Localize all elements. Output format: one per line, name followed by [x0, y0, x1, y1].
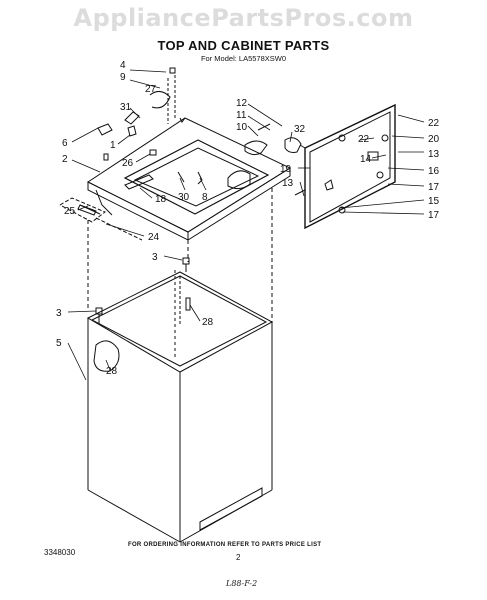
callout-16: 16 [428, 166, 440, 177]
doc-number: 3348030 [44, 548, 76, 557]
callout-3-lower: 3 [56, 308, 62, 319]
callout-13-left: 13 [282, 178, 294, 189]
callout-17-upper: 17 [428, 182, 440, 193]
front-rail-assembly [59, 197, 143, 241]
callout-27: 27 [145, 84, 157, 95]
callout-9: 9 [120, 72, 126, 83]
callout-11: 11 [236, 110, 247, 121]
callout-2: 2 [62, 154, 68, 165]
ordering-note: FOR ORDERING INFORMATION REFER TO PARTS … [128, 542, 321, 548]
callout-4: 4 [120, 60, 126, 71]
hardware [77, 67, 203, 372]
callout-28-label: 28 [106, 366, 118, 377]
model-subtitle: For Model: LA5578XSW0 [200, 54, 287, 63]
callout-13-right: 13 [428, 149, 440, 160]
callout-6: 6 [62, 138, 68, 149]
washer-lid [244, 103, 396, 230]
callout-22-top: 22 [428, 118, 440, 129]
callout-25: 25 [64, 206, 76, 217]
watermark: AppliancePartsPros.com [73, 4, 414, 32]
cabinet-body [86, 188, 274, 543]
callout-30: 30 [178, 192, 190, 203]
callout-14: 14 [360, 154, 372, 165]
callout-17-lower: 17 [428, 210, 440, 221]
callout-18: 18 [155, 194, 167, 205]
callout-26: 26 [122, 158, 134, 169]
callout-12: 12 [236, 98, 248, 109]
callout-24: 24 [148, 232, 160, 243]
callout-22-inner: 22 [358, 134, 370, 145]
callout-31: 31 [120, 102, 132, 113]
page-number: 2 [236, 553, 241, 562]
callout-15: 15 [428, 196, 440, 207]
washer-top-panel [87, 75, 292, 241]
callout-32: 32 [294, 124, 306, 135]
handwritten-code: L88-F-2 [225, 579, 257, 588]
callout-28-cabinet: 28 [202, 317, 214, 328]
callout-19: 19 [280, 164, 292, 175]
callout-8: 8 [202, 192, 208, 203]
callout-1: 1 [110, 140, 116, 151]
callout-5: 5 [56, 338, 62, 349]
leader-lines [67, 69, 425, 381]
page-title: TOP AND CABINET PARTS [157, 38, 330, 53]
callout-10: 10 [236, 122, 248, 133]
callout-3-upper: 3 [152, 252, 158, 263]
callout-20: 20 [428, 134, 440, 145]
